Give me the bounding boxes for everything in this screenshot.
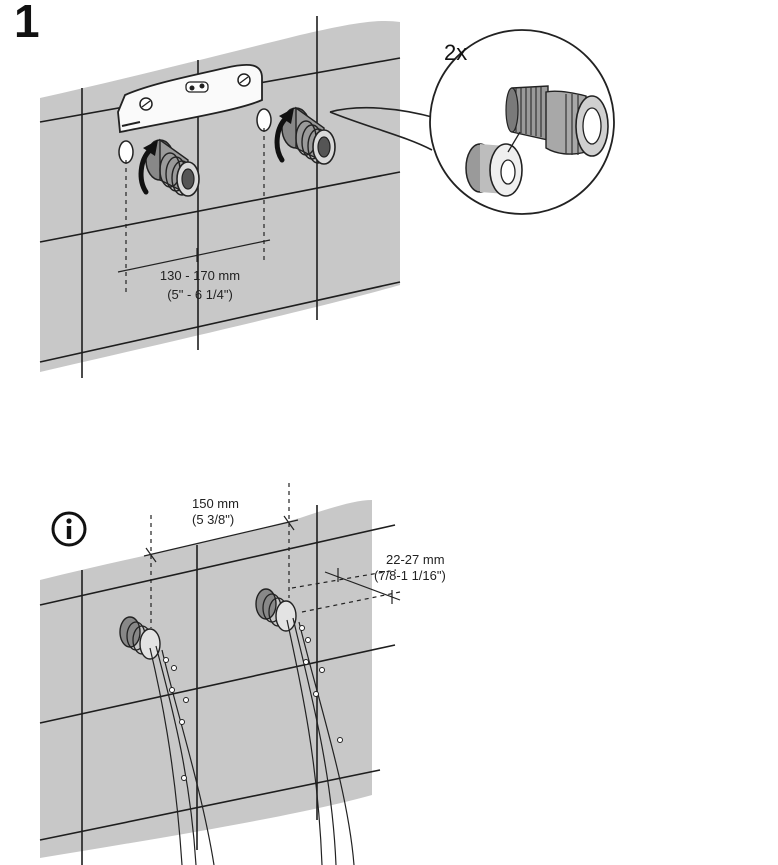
bottom-right-connector (255, 588, 297, 632)
left-connector (145, 138, 200, 197)
mounting-bracket (117, 63, 263, 134)
detail-callout (329, 29, 615, 215)
step-number: 1 (14, 0, 40, 47)
info-icon (51, 511, 87, 547)
quantity-label: 2x (444, 40, 468, 65)
bottom-wall-panel (39, 500, 396, 865)
spacing-imperial: (5 3/8") (192, 512, 235, 527)
top-measure-metric: 130 - 170 mm (159, 268, 241, 283)
spacing-metric: 150 mm (192, 496, 239, 511)
top-measure-imperial: (5" - 6 1/4") (167, 287, 233, 302)
protrusion-imperial: (7/8-1 1/16") (374, 568, 446, 583)
protrusion-metric: 22-27 mm (386, 552, 445, 567)
bottom-dimensions (143, 483, 401, 628)
top-spacing-dimension (117, 128, 271, 292)
water-flow (149, 617, 355, 865)
bottom-left-connector (119, 616, 161, 660)
wall-openings (118, 108, 272, 164)
water-droplets (163, 625, 343, 781)
